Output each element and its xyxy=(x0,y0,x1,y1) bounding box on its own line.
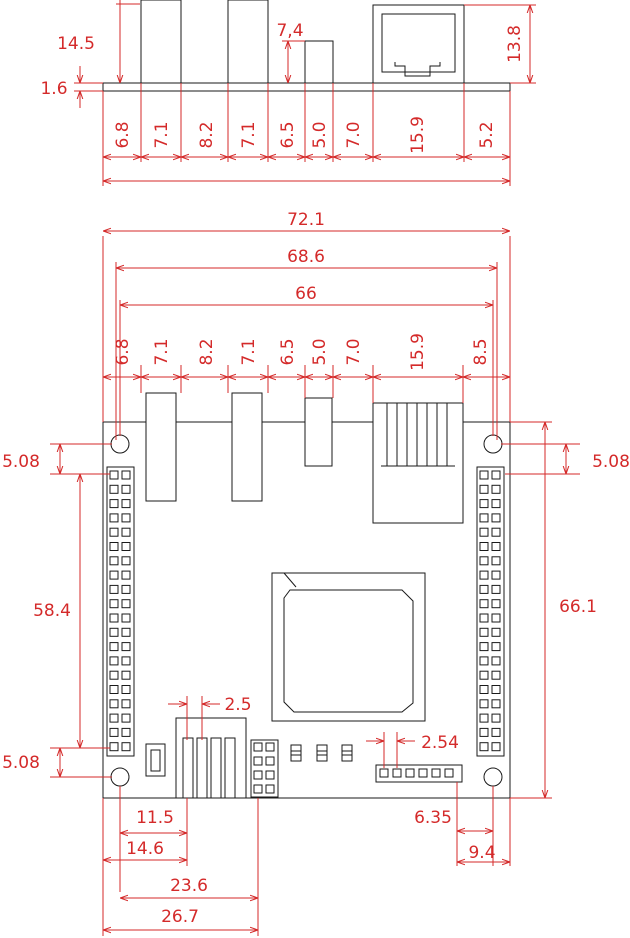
main-chip xyxy=(271,572,426,722)
top-dims xyxy=(102,231,511,440)
side-connector-3 xyxy=(304,40,334,84)
dim-right-height: 66.1 xyxy=(559,597,597,617)
side-rj45 xyxy=(372,4,465,84)
dim-bottom-6.35: 6.35 xyxy=(414,808,452,828)
dim-side-seg-2: 8.2 xyxy=(197,121,217,148)
mounting-hole-br xyxy=(483,767,503,787)
dim-top-seg-2: 8.2 xyxy=(197,338,217,365)
dim-header-pitch: 2.54 xyxy=(421,733,459,753)
dim-top-seg-7: 15.9 xyxy=(408,333,428,371)
dim-bottom-9.4: 9.4 xyxy=(468,843,495,863)
pin-header-left xyxy=(106,466,135,757)
right-dims xyxy=(501,421,580,799)
dim-right-hole-offset: 5.08 xyxy=(592,452,630,472)
mounting-hole-tl xyxy=(110,434,130,454)
dim-hole-span: 68.6 xyxy=(287,247,325,267)
single-row-header xyxy=(375,764,463,783)
terminal-pitch-dim xyxy=(168,696,220,740)
side-connector-2 xyxy=(227,0,269,84)
left-dims xyxy=(50,443,112,778)
side-board xyxy=(102,82,511,92)
dim-side-seg-7: 15.9 xyxy=(408,116,428,154)
dim-side-seg-0: 6.8 xyxy=(113,121,133,148)
dim-side-seg-6: 7.0 xyxy=(344,121,364,148)
dim-top-seg-3: 7.1 xyxy=(239,338,259,365)
smd-component-1 xyxy=(290,744,302,762)
mounting-hole-bl xyxy=(110,767,130,787)
dim-left-hole-offset: 5.08 xyxy=(2,452,40,472)
bottom-dims xyxy=(102,782,511,936)
dim-top-seg-8: 8.5 xyxy=(471,338,491,365)
dim-side-14.5: 14.5 xyxy=(57,34,95,54)
pin-header-right xyxy=(476,466,505,757)
dim-side-seg-8: 5.2 xyxy=(477,121,497,148)
mounting-hole-tr xyxy=(483,434,503,454)
top-view: 72.1 68.6 66 6.8 7.1 8.2 7.1 6.5 5.0 7.0… xyxy=(2,210,630,936)
bnc-connector-1 xyxy=(145,392,177,502)
jumper-header xyxy=(250,739,279,798)
dim-terminal-pitch: 2.5 xyxy=(224,695,251,715)
push-button xyxy=(145,743,166,777)
dim-bottom-11.5: 11.5 xyxy=(136,808,174,828)
smd-component-3 xyxy=(341,744,353,762)
dim-top-seg-6: 7.0 xyxy=(344,338,364,365)
header-pitch-dim xyxy=(366,732,415,768)
dim-top-seg-1: 7.1 xyxy=(152,338,172,365)
dim-side-seg-4: 6.5 xyxy=(278,121,298,148)
dim-top-seg-4: 6.5 xyxy=(278,338,298,365)
side-connector-1 xyxy=(140,0,182,84)
side-view: 14.5 7,4 13.8 1.6 xyxy=(40,0,536,186)
dim-left-header-length: 58.4 xyxy=(33,601,71,621)
dim-bottom-14.6: 14.6 xyxy=(126,839,164,859)
dim-top-seg-5: 5.0 xyxy=(310,338,330,365)
dim-side-seg-5: 5.0 xyxy=(310,121,330,148)
smd-component-2 xyxy=(316,744,328,762)
small-connector xyxy=(304,397,333,467)
dim-inner-span: 66 xyxy=(295,284,317,304)
dim-side-7.4: 7,4 xyxy=(276,21,303,41)
dim-side-seg-3: 7.1 xyxy=(239,121,259,148)
rj45-connector xyxy=(372,402,464,524)
dim-bottom-23.6: 23.6 xyxy=(170,876,208,896)
bnc-connector-2 xyxy=(231,392,263,502)
dim-side-seg-1: 7.1 xyxy=(152,121,172,148)
dim-side-13.8: 13.8 xyxy=(505,25,525,63)
dim-side-1.6: 1.6 xyxy=(40,79,67,99)
side-extension-lines xyxy=(102,83,511,186)
dim-overall-width: 72.1 xyxy=(287,210,325,230)
dim-bottom-left-offset: 5.08 xyxy=(2,753,40,773)
dim-top-seg-0: 6.8 xyxy=(113,338,133,365)
dim-bottom-26.7: 26.7 xyxy=(161,907,199,927)
